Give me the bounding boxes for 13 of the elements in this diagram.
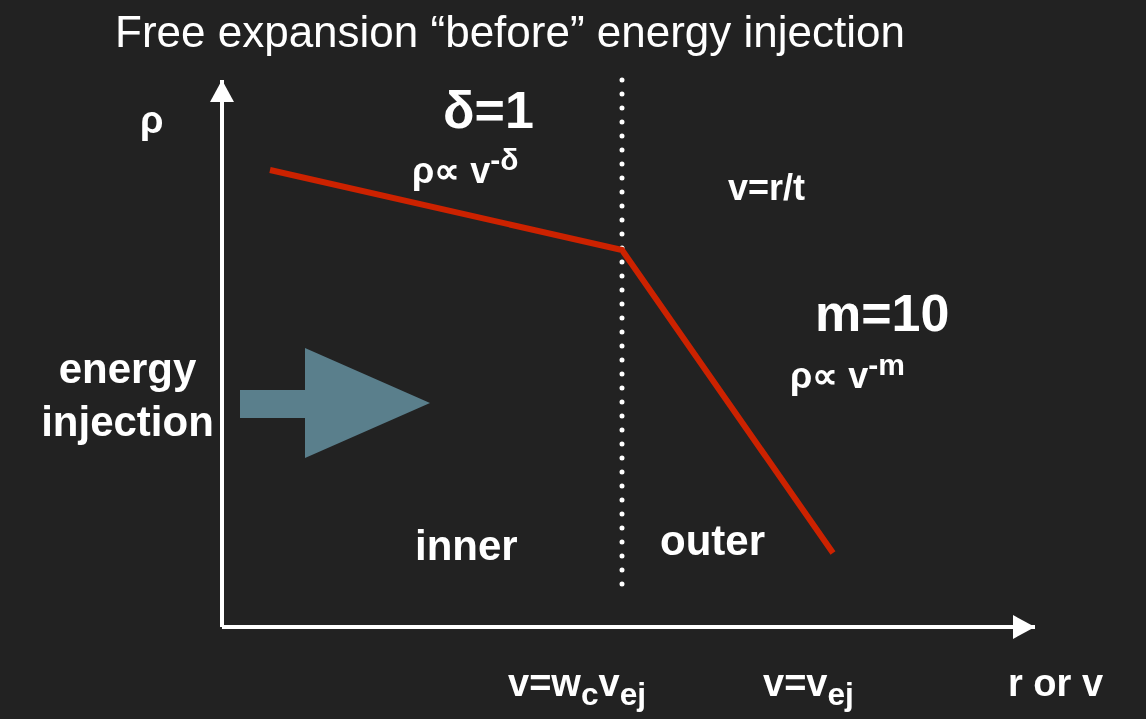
formula-label: ρ∝ v$^{-δ}$ [412,143,519,191]
annotation-label: energy injection [40,344,215,447]
parameter-label: m=10 [815,285,950,343]
formula-label: v=r/t [728,168,806,208]
tick-label: v=v$_{ej}$ [763,663,854,712]
tick-label: v=w$_{c}$v$_{ej}$ [508,663,647,712]
region-label: outer [660,518,765,565]
parameter-label: δ=1 [443,82,534,140]
axis-label: r or v [1008,663,1104,705]
diagram-title: Free expansion “before” energy injection [115,8,905,57]
axis-label: ρ [140,100,164,142]
region-label: inner [415,523,518,570]
formula-label: ρ∝ v$^{-m}$ [790,348,905,396]
